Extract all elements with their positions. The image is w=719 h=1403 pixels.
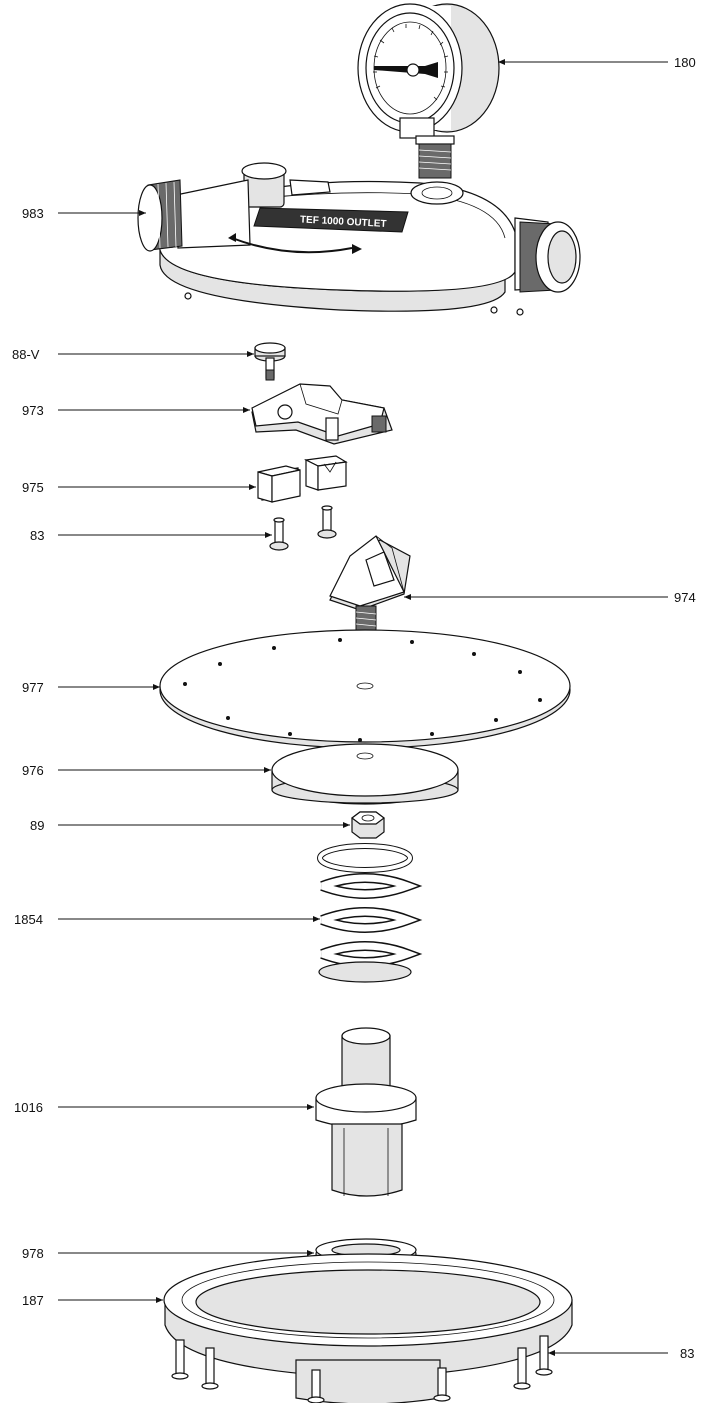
part-983-valve-cover: TEF 1000 OUTLET <box>137 162 581 316</box>
callout-187: 187 <box>22 1293 44 1308</box>
part-977-diaphragm <box>159 629 571 749</box>
part-975-blocks <box>257 455 348 503</box>
part-976-plate <box>271 743 459 805</box>
leader-lines <box>58 59 668 1356</box>
callout-976: 976 <box>22 763 44 778</box>
part-88v-screw <box>254 342 286 381</box>
callout-983: 983 <box>22 206 44 221</box>
callout-978: 978 <box>22 1246 44 1261</box>
callout-83-lower: 83 <box>680 1346 694 1361</box>
callout-975: 975 <box>22 480 44 495</box>
callout-83-upper: 83 <box>30 528 44 543</box>
callout-973: 973 <box>22 403 44 418</box>
callout-977: 977 <box>22 680 44 695</box>
callout-1016: 1016 <box>14 1100 43 1115</box>
part-83-screws-upper <box>269 505 337 551</box>
part-1854-spring <box>317 843 423 983</box>
housing-label-text: TEF 1000 OUTLET <box>300 214 387 230</box>
callout-88v: 88-V <box>12 347 40 362</box>
callout-180: 180 <box>674 55 696 70</box>
callout-1854: 1854 <box>14 912 43 927</box>
part-1016-adjuster <box>315 1027 417 1197</box>
part-187-base <box>163 1253 573 1403</box>
part-180-pressure-gauge <box>357 3 500 179</box>
part-973-bracket <box>251 383 393 445</box>
callout-974: 974 <box>674 590 696 605</box>
part-974-stem-bracket <box>329 535 411 635</box>
callout-labels: 180 983 88-V 973 975 83 974 977 976 89 1… <box>12 55 696 1361</box>
part-89-nut <box>351 811 385 839</box>
callout-89: 89 <box>30 818 44 833</box>
